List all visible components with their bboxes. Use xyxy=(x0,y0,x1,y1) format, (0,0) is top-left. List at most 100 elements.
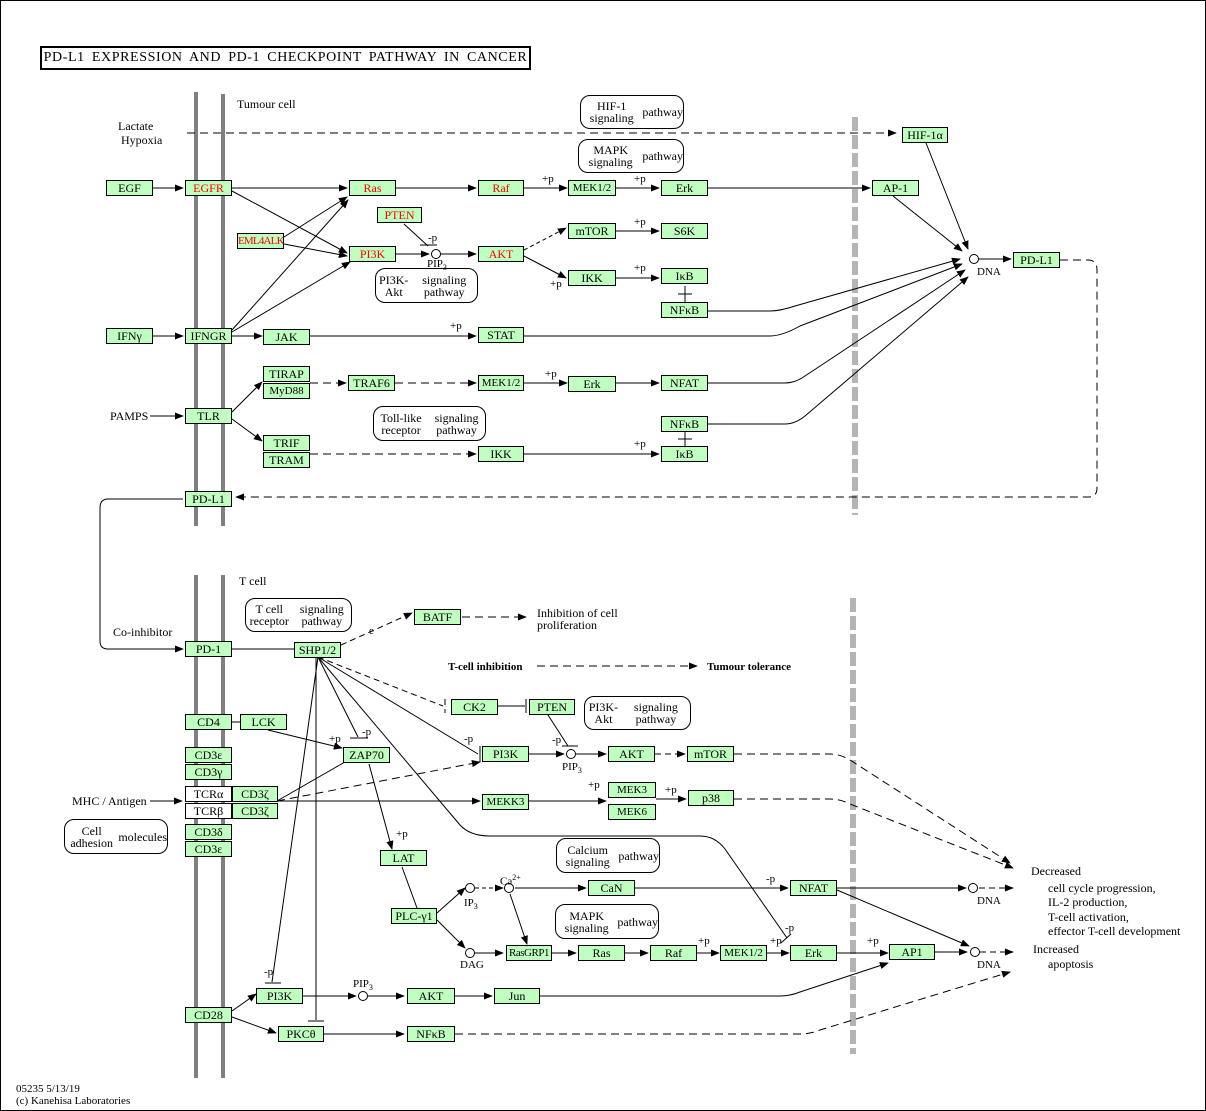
gene-lck[interactable]: LCK xyxy=(240,714,287,730)
gene-pten[interactable]: PTEN xyxy=(377,207,422,223)
gene-raf-tcell[interactable]: Raf xyxy=(650,945,697,961)
gene-cd28[interactable]: CD28 xyxy=(185,1007,232,1023)
gene-trif[interactable]: TRIF xyxy=(263,435,310,451)
gene-ras-tcell[interactable]: Ras xyxy=(578,945,625,961)
gene-cd4[interactable]: CD4 xyxy=(185,714,232,730)
gene-pten-tcell[interactable]: PTEN xyxy=(529,699,575,715)
gene-mek12[interactable]: MEK1/2 xyxy=(568,180,616,196)
compound-dag[interactable] xyxy=(465,948,475,958)
gene-mek6[interactable]: MEK6 xyxy=(608,804,656,820)
pathway-mapk-line1: MAPK signaling xyxy=(588,143,633,169)
gene-stat[interactable]: STAT xyxy=(478,327,524,343)
edge-p38-decreased xyxy=(734,798,1014,869)
compound-ca[interactable] xyxy=(504,883,514,893)
gene-plcg1[interactable]: PLC-γ1 xyxy=(391,908,437,924)
gene-ck2[interactable]: CK2 xyxy=(451,699,498,715)
gene-mek3[interactable]: MEK3 xyxy=(608,782,656,798)
gene-mekk3[interactable]: MEKK3 xyxy=(482,794,529,810)
gene-shp12[interactable]: SHP1/2 xyxy=(294,642,341,658)
gene-jun[interactable]: Jun xyxy=(494,988,540,1004)
gene-erk[interactable]: Erk xyxy=(661,180,708,196)
gene-akt-tcell[interactable]: AKT xyxy=(608,746,655,762)
gene-pd1[interactable]: PD-1 xyxy=(185,641,232,657)
gene-ifngr[interactable]: IFNGR xyxy=(185,328,232,344)
label-pip3-tumour: PIP3 xyxy=(427,258,447,274)
gene-batf[interactable]: BATF xyxy=(414,609,461,625)
gene-raf[interactable]: Raf xyxy=(478,180,524,196)
gene-mtor-tcell[interactable]: mTOR xyxy=(687,746,734,762)
compound-pip3-cd28[interactable] xyxy=(358,991,368,1001)
gene-s6k[interactable]: S6K xyxy=(661,223,708,239)
gene-tlr[interactable]: TLR xyxy=(185,408,232,424)
gene-pi3k-tcell[interactable]: PI3K xyxy=(482,746,529,762)
gene-tcrb[interactable]: TCRβ xyxy=(185,803,232,819)
ip3-sub: 3 xyxy=(473,902,478,912)
gene-cd3z-2[interactable]: CD3ζ xyxy=(232,803,278,819)
gene-erk-tlr[interactable]: Erk xyxy=(568,376,616,392)
gene-myd88[interactable]: MyD88 xyxy=(263,383,310,399)
gene-pi3k[interactable]: PI3K xyxy=(349,246,396,262)
gene-pi3k-cd28[interactable]: PI3K xyxy=(256,988,303,1004)
compound-pip3-tcell[interactable] xyxy=(566,749,576,759)
gene-ikk[interactable]: IKK xyxy=(568,270,616,286)
gene-cd3g[interactable]: CD3γ xyxy=(185,764,232,780)
gene-pdl1-nuclear[interactable]: PD-L1 xyxy=(1013,252,1060,268)
gene-tram[interactable]: TRAM xyxy=(263,452,310,468)
gene-can[interactable]: CaN xyxy=(588,880,635,896)
gene-pdl1-membrane[interactable]: PD-L1 xyxy=(185,491,232,507)
gene-p38[interactable]: p38 xyxy=(688,790,734,806)
gene-cd3z-1[interactable]: CD3ζ xyxy=(232,786,278,802)
compound-dna-tumour[interactable] xyxy=(969,254,979,264)
gene-hif1a[interactable]: HIF-1α xyxy=(902,127,948,143)
gene-zap70[interactable]: ZAP70 xyxy=(343,747,390,763)
gene-nfkb-tlr[interactable]: NFκB xyxy=(661,416,708,432)
gene-jak[interactable]: JAK xyxy=(263,329,310,345)
gene-akt-cd28[interactable]: AKT xyxy=(407,988,455,1004)
gene-ras[interactable]: Ras xyxy=(349,180,396,196)
gene-ikk-tlr[interactable]: IKK xyxy=(478,446,524,462)
gene-rasgrp1[interactable]: RasGRP1 xyxy=(506,945,552,961)
gene-cd3e-2[interactable]: CD3ε xyxy=(185,841,232,857)
gene-tirap[interactable]: TIRAP xyxy=(263,366,310,382)
gene-nfat-tumour[interactable]: NFAT xyxy=(661,375,708,391)
gene-cd3e[interactable]: CD3ε xyxy=(185,747,232,763)
gene-lat[interactable]: LAT xyxy=(380,850,427,866)
gene-egf[interactable]: EGF xyxy=(106,180,153,196)
pathway-cam-line2: molecules xyxy=(118,829,167,844)
compound-ip3[interactable] xyxy=(465,883,475,893)
gene-nfkb[interactable]: NFκB xyxy=(661,302,708,318)
gene-ikb[interactable]: IκB xyxy=(661,268,708,284)
gene-eml4alk[interactable]: EML4ALK xyxy=(237,233,285,249)
gene-cd3d[interactable]: CD3δ xyxy=(185,824,232,840)
gene-traf6[interactable]: TRAF6 xyxy=(348,375,395,391)
edge-tlr-tirap xyxy=(231,381,263,413)
gene-tcra[interactable]: TCRα xyxy=(185,786,232,802)
input-hypoxia: Hypoxia xyxy=(121,133,163,147)
gene-nfkb-tcell[interactable]: NFκB xyxy=(407,1026,455,1042)
gene-erk-tcell[interactable]: Erk xyxy=(790,945,837,961)
gene-mek12-tcell[interactable]: MEK1/2 xyxy=(720,945,767,961)
gene-egfr[interactable]: EGFR xyxy=(185,180,232,196)
gene-ifng[interactable]: IFNγ xyxy=(106,328,153,344)
gene-mek12-tlr[interactable]: MEK1/2 xyxy=(478,375,524,391)
compound-pip3-tumour[interactable] xyxy=(431,249,441,259)
pathway-mapk-line2: pathway xyxy=(617,914,658,929)
gene-pkct[interactable]: PKCθ xyxy=(278,1026,324,1042)
gene-akt[interactable]: AKT xyxy=(478,246,524,262)
gene-ikb-tlr[interactable]: IκB xyxy=(661,446,708,462)
gene-mtor[interactable]: mTOR xyxy=(568,223,616,239)
gene-ap1[interactable]: AP-1 xyxy=(872,180,919,196)
gene-ap1-tcell[interactable]: AP1 xyxy=(889,944,935,960)
gene-nfat-tcell[interactable]: NFAT xyxy=(790,880,837,896)
compound-dna-1[interactable] xyxy=(968,883,978,893)
compound-dna-2[interactable] xyxy=(970,947,980,957)
